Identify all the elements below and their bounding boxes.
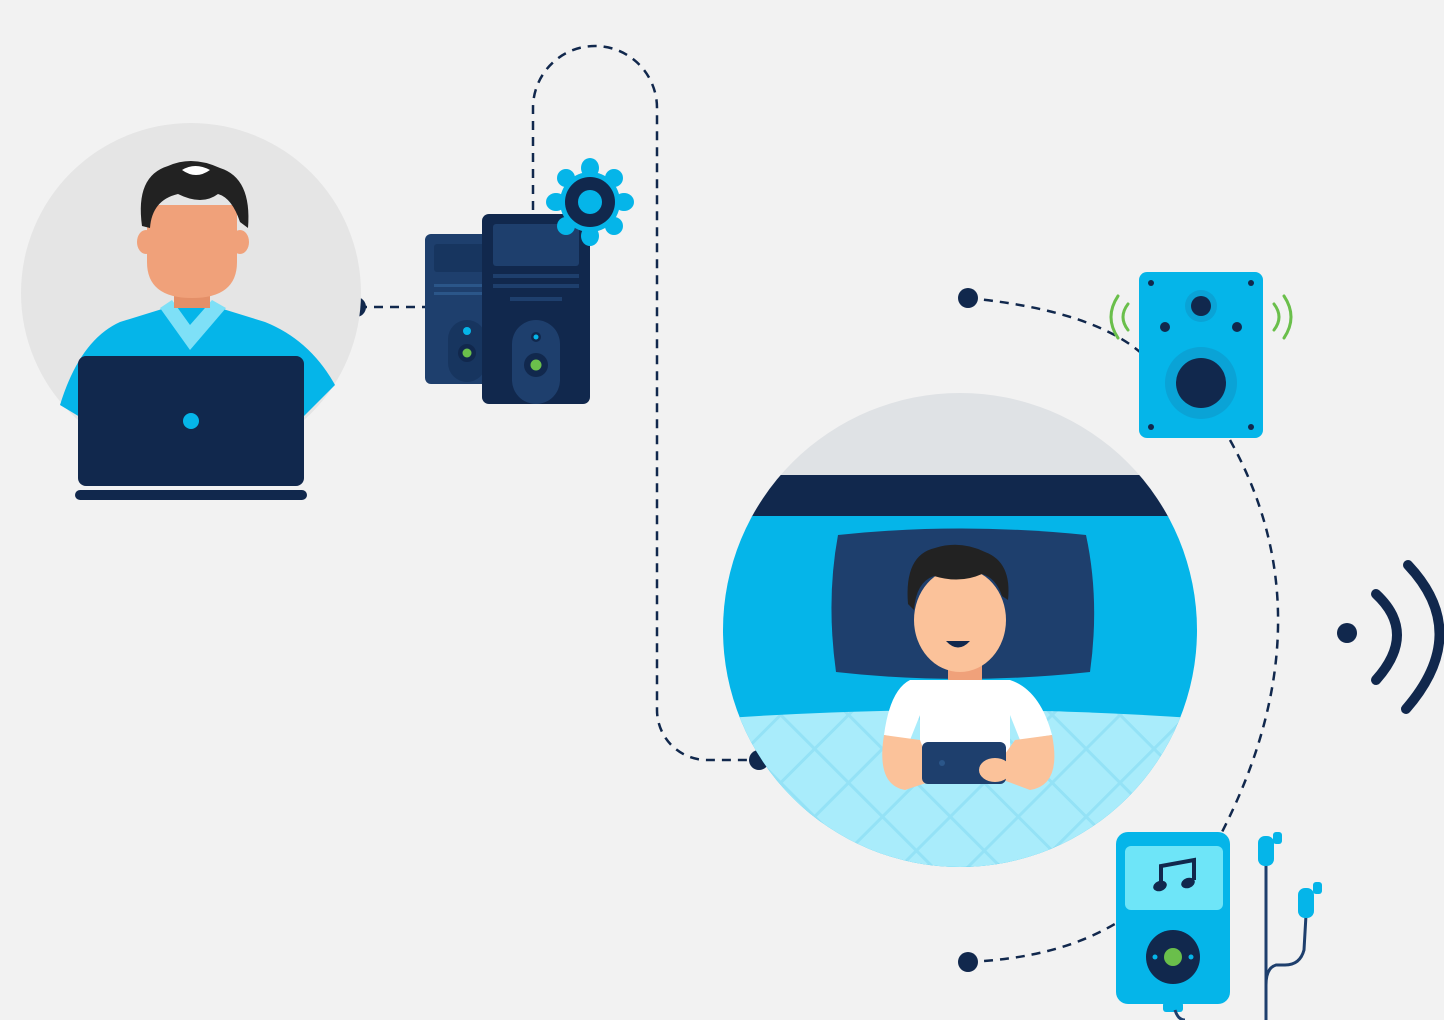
connector-player-arc xyxy=(967,920,1119,964)
connector-dot xyxy=(958,288,978,308)
connector-speaker-player-arc xyxy=(1220,439,1280,833)
connector-lines xyxy=(358,44,1280,964)
earphones-icon xyxy=(1173,832,1322,1020)
server-icon xyxy=(425,214,590,404)
connector-dot xyxy=(958,952,978,972)
person-in-bed-with-phone-icon xyxy=(723,393,1197,867)
connector-server-bed xyxy=(531,44,758,762)
music-player-icon xyxy=(1116,832,1230,1012)
person-with-laptop-icon xyxy=(21,123,361,500)
gear-icon xyxy=(546,158,634,246)
music-note-icon xyxy=(1153,857,1196,892)
speaker-sound-waves xyxy=(1109,294,1293,340)
wireless-signal-icon xyxy=(1337,560,1444,714)
speaker-icon xyxy=(1139,272,1263,438)
connector-speaker-arc xyxy=(967,296,1141,353)
